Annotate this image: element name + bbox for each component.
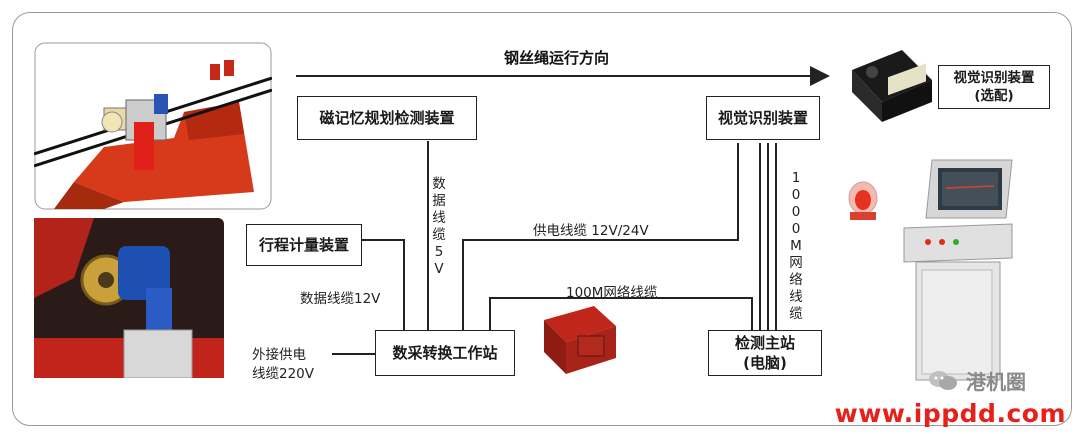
visual-optional-line-1: 视觉识别装置 — [953, 70, 1035, 86]
warning-light-icon — [848, 181, 878, 220]
label-data-cable-12v: 数据线缆12V — [300, 291, 381, 307]
stroke-wheel-illustration — [34, 218, 224, 378]
box-master-station: 检测主站 (电脑) — [708, 330, 822, 376]
daq-box-illustration — [544, 306, 616, 374]
label-external-power-2: 线缆220V — [252, 366, 315, 382]
control-cabinet-illustration — [903, 159, 1013, 381]
box-visual-recognition: 视觉识别装置 — [706, 96, 820, 140]
box-stroke-meter: 行程计量装置 — [246, 224, 362, 266]
label-external-power-1: 外接供电 — [252, 347, 306, 363]
site-watermark: www.ippdd.com — [834, 399, 1066, 428]
box-visual-optional: 视觉识别装置 (选配) — [938, 65, 1050, 109]
wechat-name: 港机圈 — [966, 370, 1026, 394]
master-line-1: 检测主站 — [734, 334, 795, 352]
visual-optional-line-2: (选配) — [974, 88, 1014, 104]
box-daq-station: 数采转换工作站 — [375, 330, 515, 376]
wechat-icon — [929, 370, 957, 390]
visual-device-illustration — [852, 50, 932, 122]
master-line-2: (电脑) — [743, 354, 787, 372]
rope-detector-illustration — [34, 42, 272, 210]
label-power-cable: 供电线缆 12V/24V — [533, 223, 649, 239]
direction-label: 钢丝绳运行方向 — [504, 49, 610, 67]
wechat-watermark: 港机圈 — [928, 366, 1026, 395]
box-magnetic-detector: 磁记忆规划检测装置 — [297, 96, 477, 140]
label-network-100m: 100M网络线缆 — [566, 285, 658, 301]
